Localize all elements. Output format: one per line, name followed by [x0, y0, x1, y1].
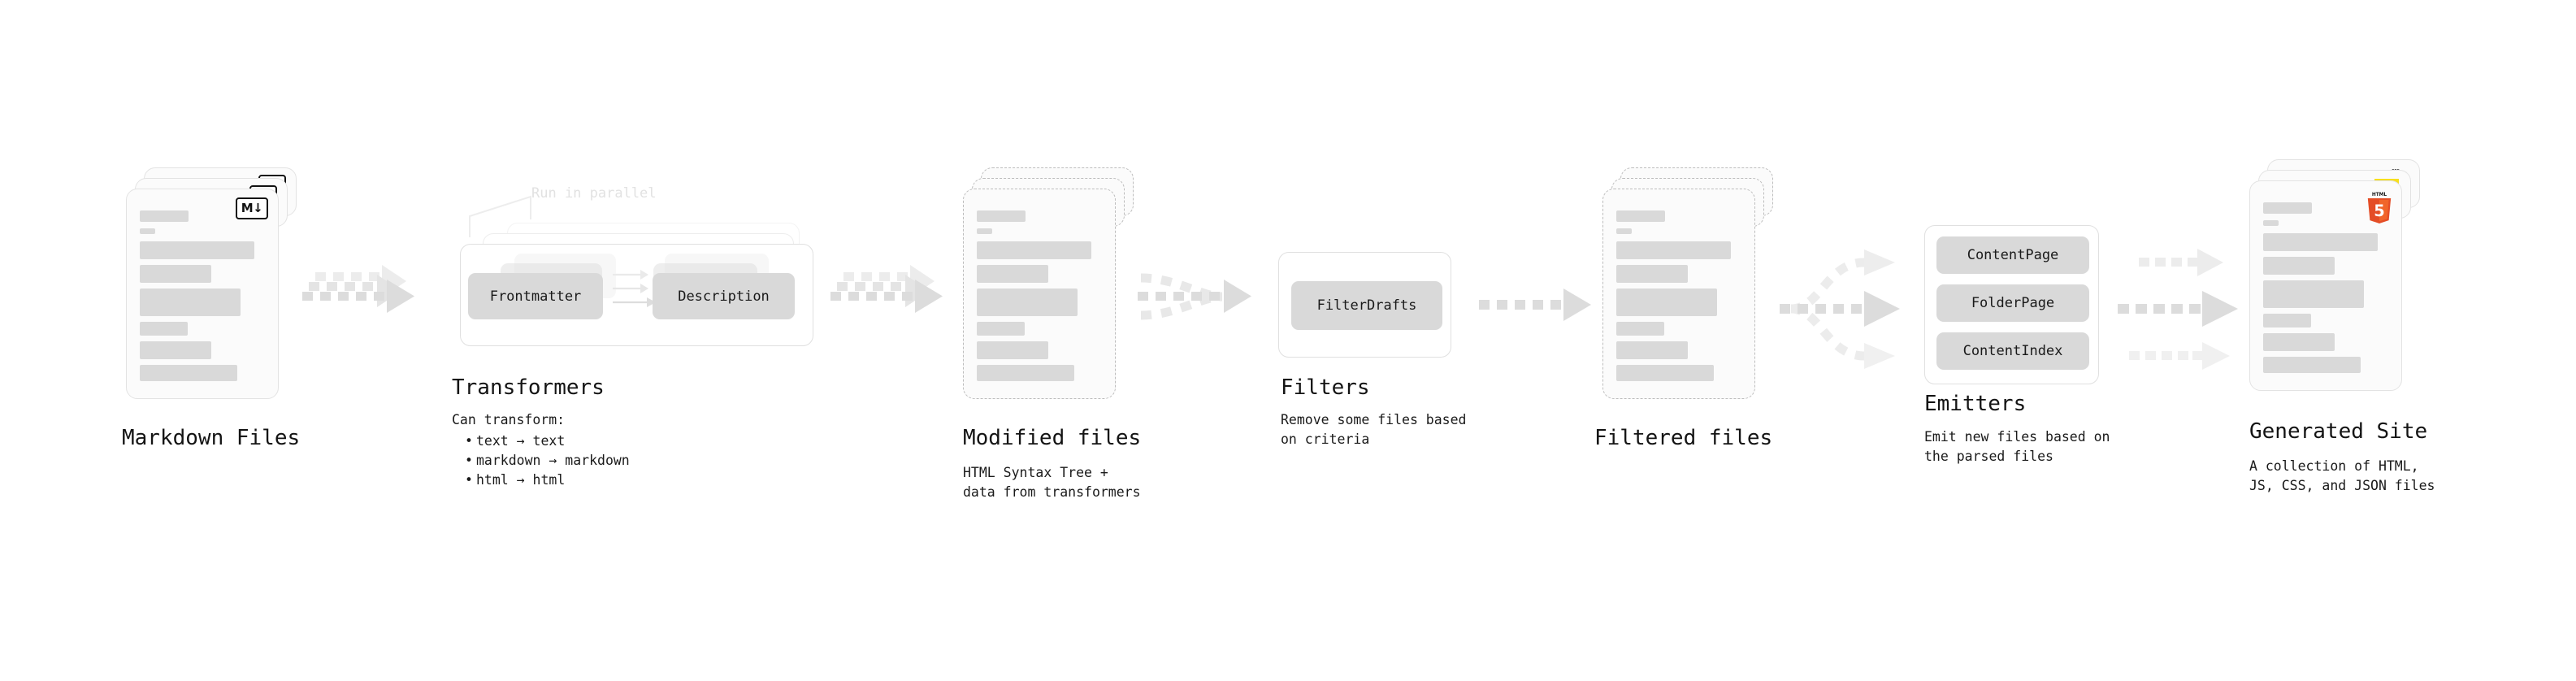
filtered-file-stack: [1602, 167, 1773, 399]
stage-title-filters: Filters: [1281, 375, 1370, 400]
skeleton-bar: [977, 228, 992, 234]
connector-transformers-to-modified: [830, 265, 943, 313]
skeleton-bar: [1616, 322, 1664, 336]
skeleton-bar: [977, 288, 1078, 316]
stage-markdown-files: M↓ M↓ M↓: [126, 167, 297, 399]
bullet-item: markdown → markdown: [465, 451, 630, 471]
stage-subtitle-filters: Remove some files based on criteria: [1281, 412, 1467, 447]
skeleton-bar: [140, 210, 189, 222]
svg-text:5: 5: [2374, 202, 2384, 220]
connector-emitters-to-site: [2118, 249, 2238, 370]
stage-title-modified-files: Modified files: [963, 426, 1142, 450]
stage-title-emitters: Emitters: [1924, 392, 2027, 416]
stage-title-filtered-files: Filtered files: [1594, 426, 1773, 450]
skeleton-bar: [2263, 280, 2364, 308]
skeleton-bar: [1616, 210, 1665, 222]
transformer-bullet-list: text → text markdown → markdown html → h…: [463, 432, 630, 490]
skeleton-bar: [1616, 365, 1714, 381]
stage-modified-files: [963, 167, 1134, 399]
connector-filtered-to-emitters: [1780, 249, 1900, 369]
modified-file-stack: [963, 167, 1134, 399]
skeleton-bar: [1616, 228, 1632, 234]
skeleton-bar: [1616, 288, 1717, 316]
skeleton-bar: [140, 241, 254, 259]
stage-title-generated-site: Generated Site: [2249, 419, 2428, 444]
svg-text:HTML: HTML: [2372, 193, 2387, 197]
emitters-box: ContentPage FolderPage ContentIndex: [1924, 225, 2099, 384]
skeleton-bar: [140, 341, 211, 359]
skeleton-bar: [977, 210, 1026, 222]
emitter-pill-folderpage[interactable]: FolderPage: [1936, 284, 2089, 322]
skeleton-bar: [977, 341, 1048, 359]
document-card-front: [1602, 189, 1755, 399]
skeleton-bar: [2263, 220, 2279, 226]
skeleton-bar: [2263, 357, 2361, 373]
stage-transformers: Run in parallel Frontmatter Description: [445, 185, 827, 355]
transformer-pill-description[interactable]: Description: [653, 273, 795, 319]
skeleton-bar: [977, 265, 1048, 283]
skeleton-bar: [977, 322, 1025, 336]
run-in-parallel-bracket: [469, 195, 531, 237]
stage-subtitle-transformers: Can transform:: [452, 412, 566, 427]
transformer-pill-frontmatter[interactable]: Frontmatter: [468, 273, 603, 319]
run-in-parallel-note: Run in parallel: [531, 185, 657, 202]
skeleton-bar: [1616, 241, 1731, 259]
stage-title-transformers: Transformers: [452, 375, 605, 400]
stage-filtered-files: [1602, 167, 1773, 399]
filters-box: FilterDrafts: [1278, 252, 1451, 358]
skeleton-bar: [2263, 257, 2335, 275]
stage-subtitle-modified-files: HTML Syntax Tree + data from transformer…: [963, 465, 1141, 500]
html5-icon: HTML 5: [2367, 193, 2392, 223]
connector-markdown-to-transformers: [302, 265, 414, 313]
emitter-pill-contentindex[interactable]: ContentIndex: [1936, 332, 2089, 370]
document-card-front: HTML 5: [2249, 180, 2402, 391]
skeleton-bar: [2263, 333, 2335, 351]
markdown-icon: M↓: [236, 197, 268, 219]
skeleton-bar: [140, 365, 237, 381]
emitter-pill-contentpage[interactable]: ContentPage: [1936, 236, 2089, 274]
skeleton-bar: [2263, 233, 2378, 251]
document-card-front: [963, 189, 1116, 399]
bullet-item: html → html: [465, 471, 630, 490]
skeleton-bar: [140, 228, 155, 234]
skeleton-bar: [977, 241, 1091, 259]
skeleton-bar: [977, 365, 1074, 381]
skeleton-bar: [1616, 341, 1688, 359]
connector-modified-to-filters: [1138, 273, 1251, 320]
skeleton-bar: [140, 265, 211, 283]
skeleton-bar: [140, 288, 241, 316]
bullet-item: text → text: [465, 432, 630, 451]
skeleton-bar: [1616, 265, 1688, 283]
generated-file-stack: CSS HTML 5: [2249, 159, 2420, 391]
stage-subtitle-generated-site: A collection of HTML, JS, CSS, and JSON …: [2249, 458, 2435, 493]
skeleton-bar: [2263, 202, 2312, 214]
skeleton-bar: [2263, 314, 2311, 327]
stage-title-markdown-files: Markdown Files: [122, 426, 301, 450]
skeleton-bar: [140, 322, 188, 336]
transformer-inner-arrows: [613, 270, 656, 307]
document-card-front: M↓: [126, 189, 279, 399]
filter-pill-filterdrafts[interactable]: FilterDrafts: [1291, 281, 1442, 330]
markdown-file-stack: M↓ M↓ M↓: [126, 167, 297, 399]
connector-filters-to-filtered: [1479, 288, 1591, 321]
stage-subtitle-emitters: Emit new files based on the parsed files: [1924, 429, 2110, 464]
stage-generated-site: CSS HTML 5: [2249, 159, 2420, 391]
